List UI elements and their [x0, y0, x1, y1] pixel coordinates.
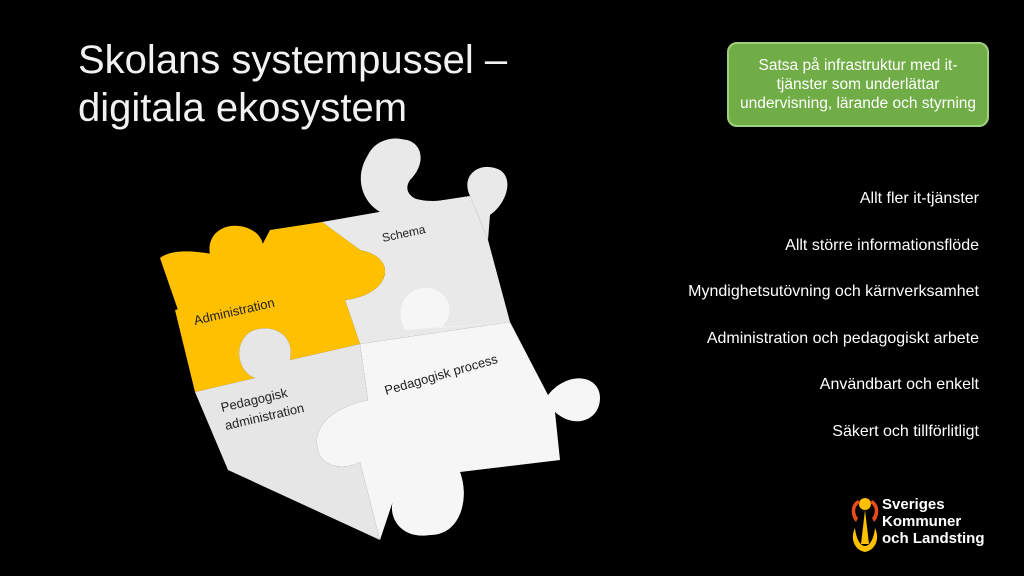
bullet-item: Allt fler it-tjänster: [859, 190, 979, 207]
page-title: Skolans systempussel – digitala ekosyste…: [78, 36, 598, 132]
title-line-2: digitala ekosystem: [78, 86, 408, 130]
logo-text: Sveriges Kommuner och Landsting: [882, 496, 985, 547]
bullet-item: Allt större informationsflöde: [785, 236, 979, 254]
puzzle-piece-ped-process: [316, 287, 600, 540]
puzzle-graphic: Schema Administration Pedagogisk adminis…: [160, 138, 600, 540]
puzzle-piece-ped-admin: [195, 328, 380, 540]
bullet-item: Administration och pedagogiskt arbete: [706, 329, 979, 347]
puzzle-piece-schema: [322, 138, 510, 344]
logo-line-1: Sveriges: [882, 496, 945, 513]
puzzle-piece-administration: [160, 222, 386, 392]
skl-emblem-icon: [851, 498, 879, 552]
bullet-item: Myndighetsutövning och kärnverksamhet: [688, 283, 979, 300]
infrastructure-callout: Satsa på infrastruktur med it-tjänster s…: [727, 42, 989, 127]
bullet-item: Användbart och enkelt: [819, 376, 979, 393]
title-line-1: Skolans systempussel –: [78, 38, 508, 82]
skl-logo: Sveriges Kommuner och Landsting: [848, 494, 1018, 558]
logo-line-2: Kommuner: [882, 513, 962, 530]
bullet-list: Allt fler it-tjänster Allt större inform…: [688, 186, 979, 465]
bullet-item: Säkert och tillförlitligt: [832, 422, 979, 440]
logo-line-3: och Landsting: [882, 530, 985, 547]
